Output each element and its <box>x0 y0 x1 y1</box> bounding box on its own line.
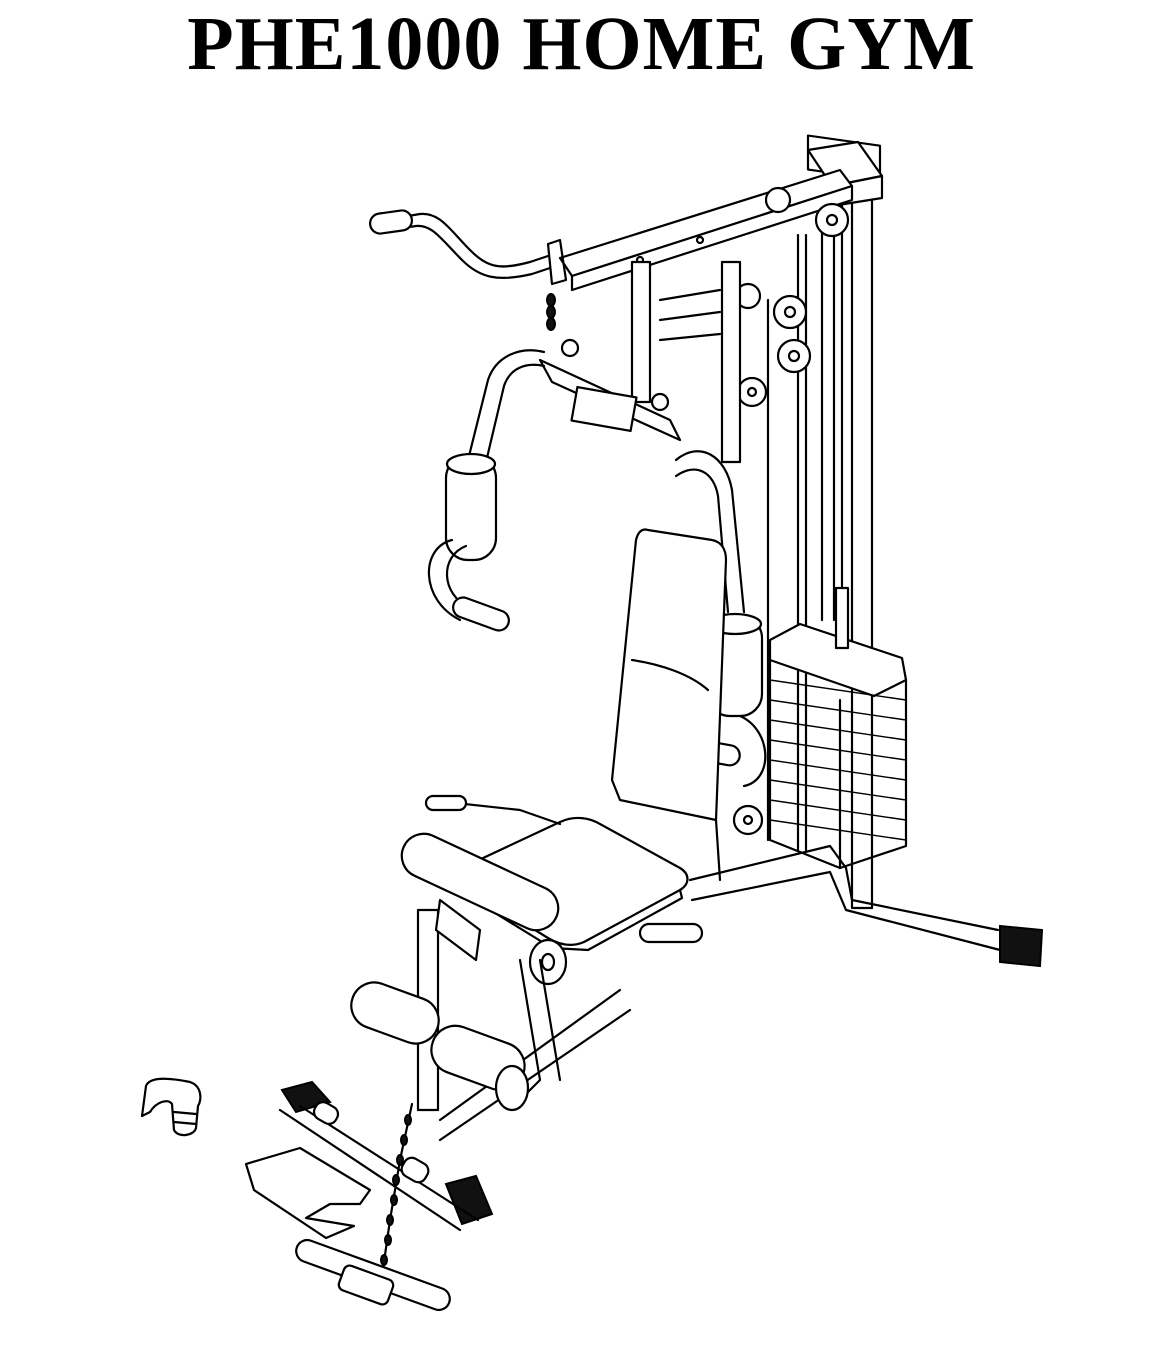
lat-chain <box>546 293 556 331</box>
ankle-strap <box>140 1077 202 1137</box>
lower-chain <box>380 1102 414 1278</box>
tower-frame <box>766 134 884 910</box>
front-base <box>244 1080 494 1240</box>
leg-rollers-lower <box>350 981 530 1112</box>
lat-bar <box>369 209 568 286</box>
upper-frame <box>538 260 742 464</box>
page-title: PHE1000 HOME GYM <box>187 2 976 86</box>
pulleys <box>732 282 812 836</box>
leg-rollers-upper <box>400 832 568 986</box>
top-beam <box>558 168 854 292</box>
left-pec-arm <box>427 349 546 632</box>
weight-stack <box>768 586 908 870</box>
back-pad <box>610 528 728 882</box>
base-frame <box>688 844 1044 968</box>
low-handle <box>295 1238 451 1312</box>
